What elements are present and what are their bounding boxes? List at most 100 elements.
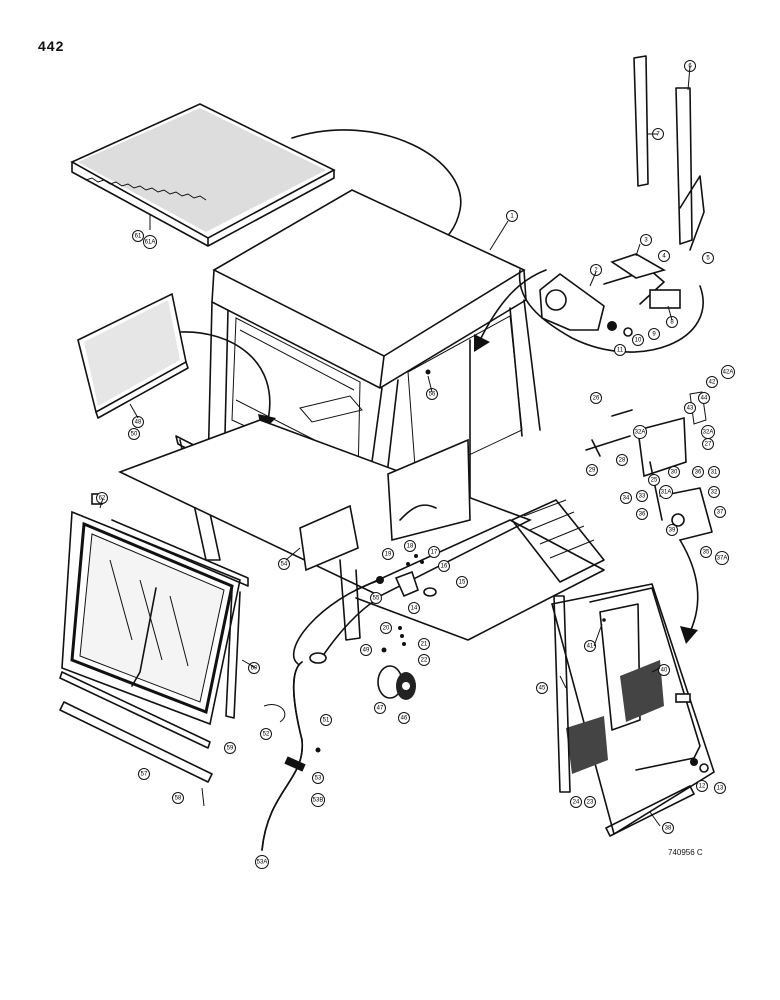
callout-51: 51 <box>320 714 332 726</box>
callout-label: 37 <box>717 510 724 516</box>
callout-circle <box>255 855 269 869</box>
callout-circle <box>620 492 632 504</box>
callout-61: 61 <box>132 230 144 242</box>
callout-label: 12 <box>699 784 706 790</box>
callout-circle <box>684 402 696 414</box>
callout-circle <box>404 540 416 552</box>
callout-38: 38 <box>662 822 674 834</box>
callout-56: 56 <box>426 388 438 400</box>
callout-label: 24 <box>573 800 580 806</box>
door-knob <box>699 763 709 773</box>
callout-label: 62 <box>99 496 106 502</box>
callout-32a: 32A <box>633 425 647 439</box>
callout-18: 18 <box>404 540 416 552</box>
callout-30: 30 <box>668 466 680 478</box>
callout-circle <box>636 490 648 502</box>
window-seal-lower <box>59 701 213 783</box>
door-latch-assembly <box>585 391 713 541</box>
callout-label: 42 <box>709 380 716 386</box>
arrow-vent-to-cab <box>292 579 381 665</box>
callout-circle <box>312 772 324 784</box>
callout-32: 32 <box>708 486 720 498</box>
callout-label: 8 <box>670 320 674 326</box>
callout-circle <box>586 464 598 476</box>
callout-circle <box>714 506 726 518</box>
callout-circle <box>374 702 386 714</box>
callout-label: 35 <box>703 550 710 556</box>
callout-label: 32A <box>703 430 714 436</box>
callout-label: 5 <box>706 256 710 262</box>
callout-52: 52 <box>260 728 272 740</box>
callout-label: 13 <box>717 786 724 792</box>
callout-20: 20 <box>380 622 392 634</box>
callout-43: 43 <box>684 402 696 414</box>
callout-circle <box>614 344 626 356</box>
callout-circle <box>714 782 726 794</box>
callout-label: 61A <box>145 240 156 246</box>
callout-10: 10 <box>632 334 644 346</box>
front-window-frame <box>61 493 249 726</box>
callout-circle <box>708 486 720 498</box>
callout-26: 26 <box>590 392 602 404</box>
callout-circle <box>438 560 450 572</box>
callout-label: 32A <box>635 430 646 436</box>
callout-circle <box>132 230 144 242</box>
callout-circle <box>428 546 440 558</box>
callout-31a: 31A <box>659 485 673 499</box>
callout-label: 4 <box>662 254 666 260</box>
callout-circle <box>96 492 108 504</box>
callout-42a: 42A <box>721 365 735 379</box>
callout-23: 23 <box>584 796 596 808</box>
callout-label: 28 <box>619 458 626 464</box>
callout-label: 41 <box>587 644 594 650</box>
callout-label: 58 <box>175 796 182 802</box>
callout-circle <box>370 592 382 604</box>
callout-57: 57 <box>138 768 150 780</box>
callout-label: 16 <box>441 564 448 570</box>
callout-label: 30 <box>671 470 678 476</box>
callout-3: 3 <box>640 234 652 246</box>
wiper-motor <box>539 253 681 337</box>
callout-circle <box>260 728 272 740</box>
callout-47: 47 <box>374 702 386 714</box>
cab-frame <box>117 189 605 641</box>
callout-55: 55 <box>370 592 382 604</box>
callout-circle <box>132 416 144 428</box>
callout-label: 29 <box>589 468 596 474</box>
callout-label: 36 <box>639 512 646 518</box>
callout-8: 8 <box>666 316 678 328</box>
callout-label: 33 <box>639 494 646 500</box>
callout-32a: 32A <box>701 425 715 439</box>
callout-circle <box>700 546 712 558</box>
callout-circle <box>658 250 670 262</box>
callout-label: 38 <box>665 826 672 832</box>
callout-15: 15 <box>456 576 468 588</box>
callout-label: 11 <box>617 348 624 354</box>
callout-label: 25 <box>651 478 658 484</box>
callout-label: 59 <box>227 746 234 752</box>
callout-circle <box>715 551 729 565</box>
headliner-panel <box>70 103 336 247</box>
arrow-rear-panel-to-cab <box>179 331 271 421</box>
callout-label: 44 <box>701 396 708 402</box>
callout-circle <box>584 640 596 652</box>
callout-circle <box>311 793 325 807</box>
callout-label: 53B <box>313 798 324 804</box>
arrow-latch-to-door <box>679 539 699 633</box>
callout-label: 26 <box>593 396 600 402</box>
callout-40: 40 <box>658 664 670 676</box>
callout-33: 33 <box>636 490 648 502</box>
callout-circle <box>636 508 648 520</box>
callout-58: 58 <box>172 792 184 804</box>
callout-label: 32 <box>711 490 718 496</box>
callout-circle <box>702 252 714 264</box>
callout-39: 39 <box>666 524 678 536</box>
reference-code: 740956 C <box>668 848 703 857</box>
callout-circle <box>658 664 670 676</box>
callout-label: 39 <box>669 528 676 534</box>
door-screen-upper <box>620 660 664 722</box>
callout-34: 34 <box>620 492 632 504</box>
callout-9: 9 <box>648 328 660 340</box>
